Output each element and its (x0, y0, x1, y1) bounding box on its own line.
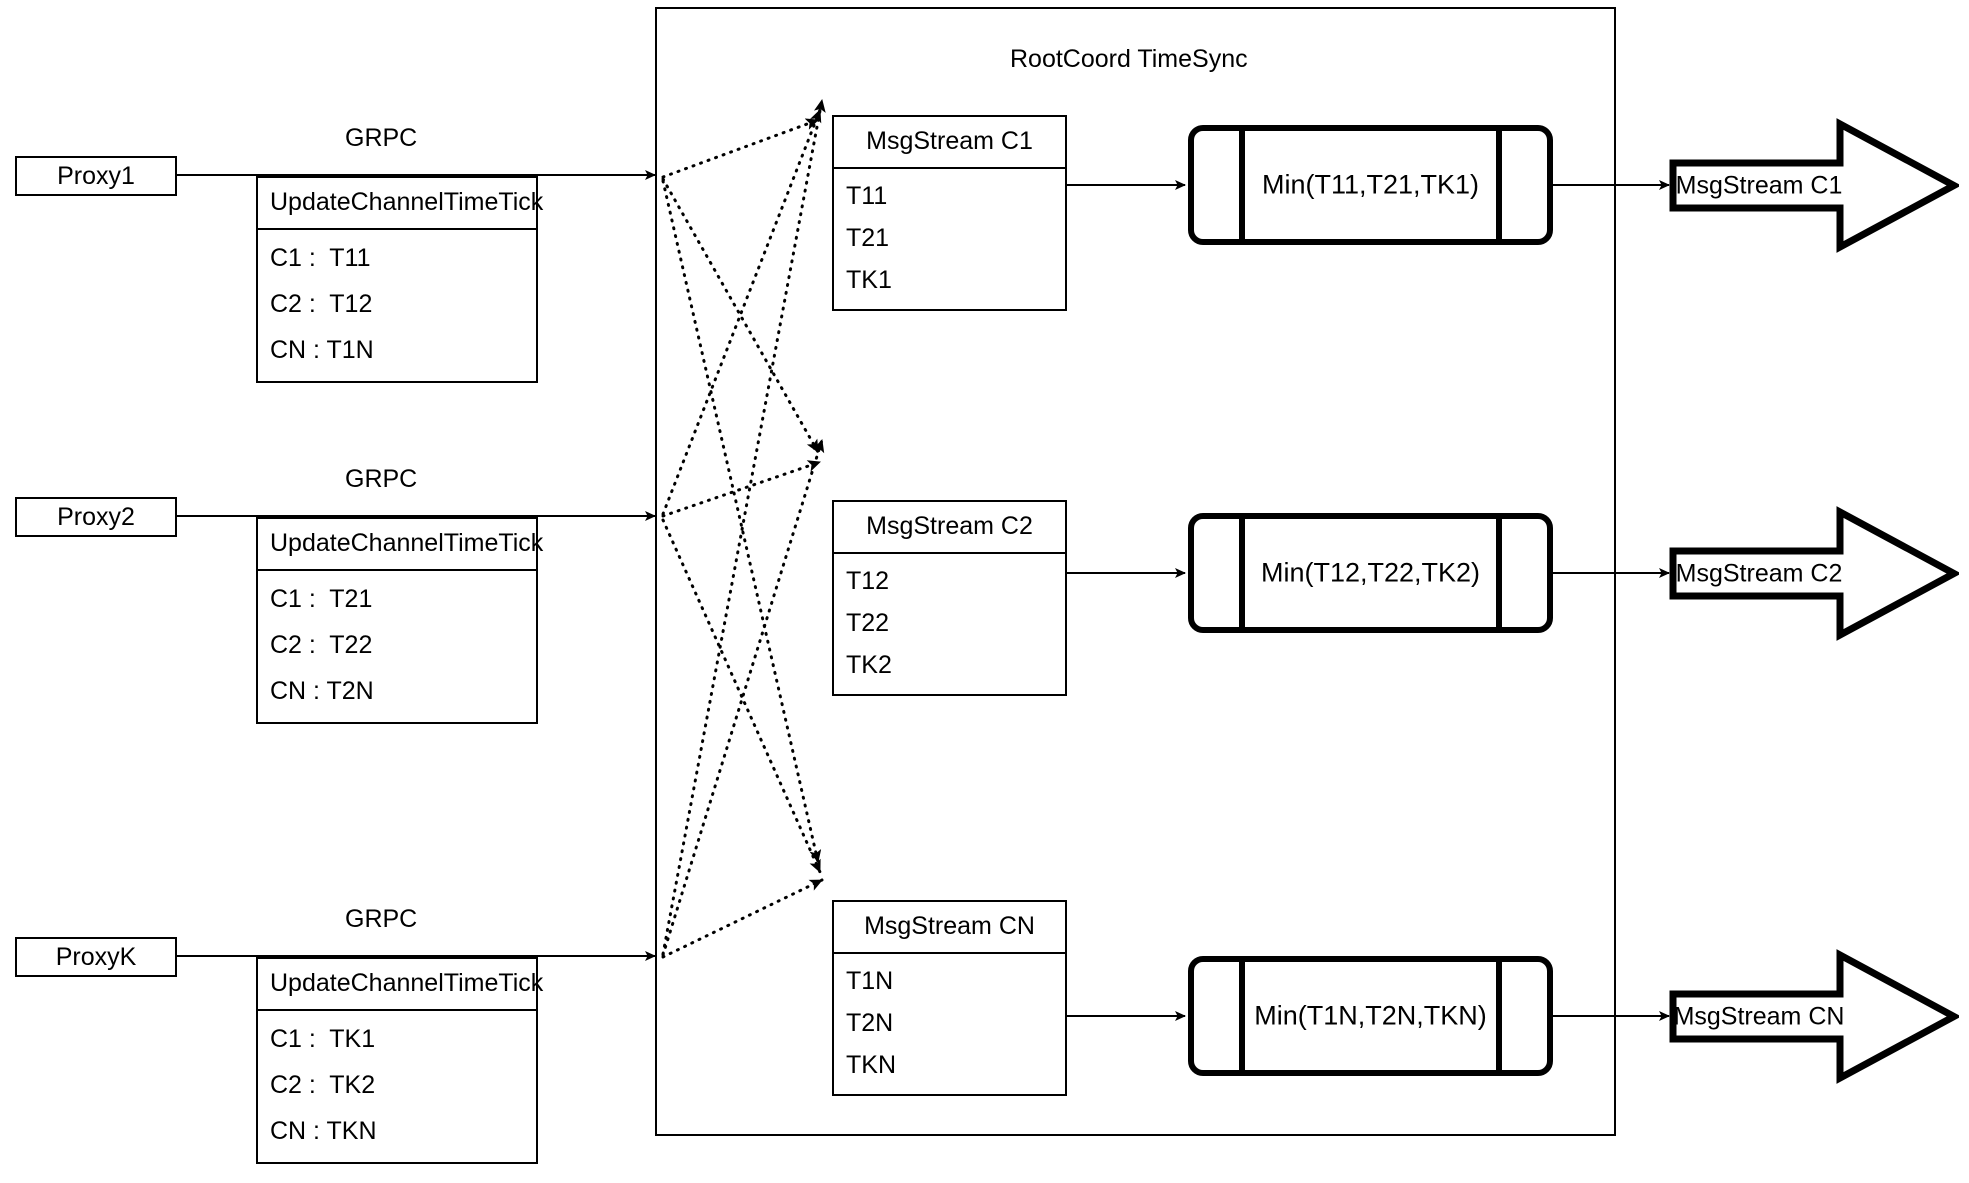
grpc-label-2: GRPC (345, 465, 418, 493)
msgstream-body-cn: T1N T2N TKN (834, 954, 1065, 1094)
min-process-label-c1: Min(T11,T21,TK1) (1261, 169, 1480, 200)
table-row: CN : T2N (270, 676, 374, 705)
table-row: CN : T1N (270, 335, 374, 364)
table-row: C2 : TK2 (270, 1070, 376, 1099)
msgstream-body-c1: T11 T21 TK1 (834, 169, 1065, 309)
table-row: C2 : T12 (270, 289, 373, 318)
table-row: T2N (846, 1008, 894, 1037)
output-block-arrow-c1: MsgStream C1 (1669, 118, 1962, 253)
table-body-2: C1 : T21 C2 : T22 CN : T2N (258, 571, 536, 722)
table-row: T22 (846, 608, 890, 637)
output-label-c1: MsgStream C1 (1675, 171, 1843, 199)
msgstream-body-c2: T12 T22 TK2 (834, 554, 1065, 694)
table-row: C2 : T22 (270, 630, 373, 659)
proxy-box-2[interactable]: Proxy2 (15, 497, 177, 537)
table-row: CN : TKN (270, 1116, 377, 1145)
msgstream-title-c1: MsgStream C1 (834, 117, 1065, 169)
table-row: TK1 (846, 265, 892, 294)
msgstream-table-c1: MsgStream C1 T11 T21 TK1 (832, 115, 1067, 311)
connector-fanout-dotted (661, 98, 826, 959)
table-row: T1N (846, 966, 894, 995)
msgstream-title-cn: MsgStream CN (834, 902, 1065, 954)
output-block-arrow-cn: MsgStream CN (1669, 949, 1962, 1084)
table-row: C1 : TK1 (270, 1025, 376, 1054)
rootcoord-timesync-container (655, 7, 1616, 1136)
table-row: T12 (846, 566, 890, 595)
grpc-label-1: GRPC (345, 124, 418, 152)
connector-stream-to-min (1067, 180, 1186, 1021)
proxy-box-1[interactable]: Proxy1 (15, 156, 177, 196)
min-process-cn: Min(T1N,T2N,TKN) (1188, 956, 1553, 1076)
table-body-1: C1 : T11 C2 : T12 CN : T1N (258, 230, 536, 381)
block-arrow-shape (1669, 949, 1962, 1084)
table-row: T21 (846, 223, 890, 252)
table-row: TK2 (846, 650, 892, 679)
update-channel-timetick-table-k: UpdateChannelTimeTick C1 : TK1 C2 : TK2 … (256, 957, 543, 1164)
min-process-label-cn: Min(T1N,T2N,TKN) (1254, 1000, 1487, 1031)
predefined-process-shape (1188, 513, 1553, 633)
proxy-label-2: Proxy2 (57, 502, 135, 531)
table-title-2: UpdateChannelTimeTick (258, 519, 543, 571)
block-arrow-shape (1669, 118, 1962, 253)
table-title-k: UpdateChannelTimeTick (258, 959, 543, 1011)
predefined-process-shape (1188, 125, 1553, 245)
msgstream-table-c2: MsgStream C2 T12 T22 TK2 (832, 500, 1067, 696)
update-channel-timetick-table-2: UpdateChannelTimeTick C1 : T21 C2 : T22 … (256, 517, 543, 724)
msgstream-title-c2: MsgStream C2 (834, 502, 1065, 554)
min-process-c1: Min(T11,T21,TK1) (1188, 125, 1553, 245)
table-row: TKN (846, 1050, 896, 1079)
proxy-label-1: Proxy1 (57, 161, 135, 190)
block-arrow-shape (1669, 506, 1962, 641)
output-label-cn: MsgStream CN (1673, 1002, 1845, 1030)
proxy-label-k: ProxyK (55, 942, 137, 971)
min-process-c2: Min(T12,T22,TK2) (1188, 513, 1553, 633)
predefined-process-shape (1188, 956, 1553, 1076)
table-title-1: UpdateChannelTimeTick (258, 178, 543, 230)
output-block-arrow-c2: MsgStream C2 (1669, 506, 1962, 641)
min-process-label-c2: Min(T12,T22,TK2) (1260, 557, 1481, 588)
proxy-box-k[interactable]: ProxyK (15, 937, 177, 977)
table-row: C1 : T11 (270, 244, 371, 273)
table-body-k: C1 : TK1 C2 : TK2 CN : TKN (258, 1011, 536, 1162)
table-row: C1 : T21 (270, 585, 373, 614)
connector-min-to-output (1553, 180, 1670, 1021)
rootcoord-timesync-title: RootCoord TimeSync (1010, 45, 1248, 73)
output-label-c2: MsgStream C2 (1675, 559, 1843, 587)
msgstream-table-cn: MsgStream CN T1N T2N TKN (832, 900, 1067, 1096)
table-row: T11 (846, 181, 888, 210)
grpc-label-k: GRPC (345, 905, 418, 933)
update-channel-timetick-table-1: UpdateChannelTimeTick C1 : T11 C2 : T12 … (256, 176, 543, 383)
